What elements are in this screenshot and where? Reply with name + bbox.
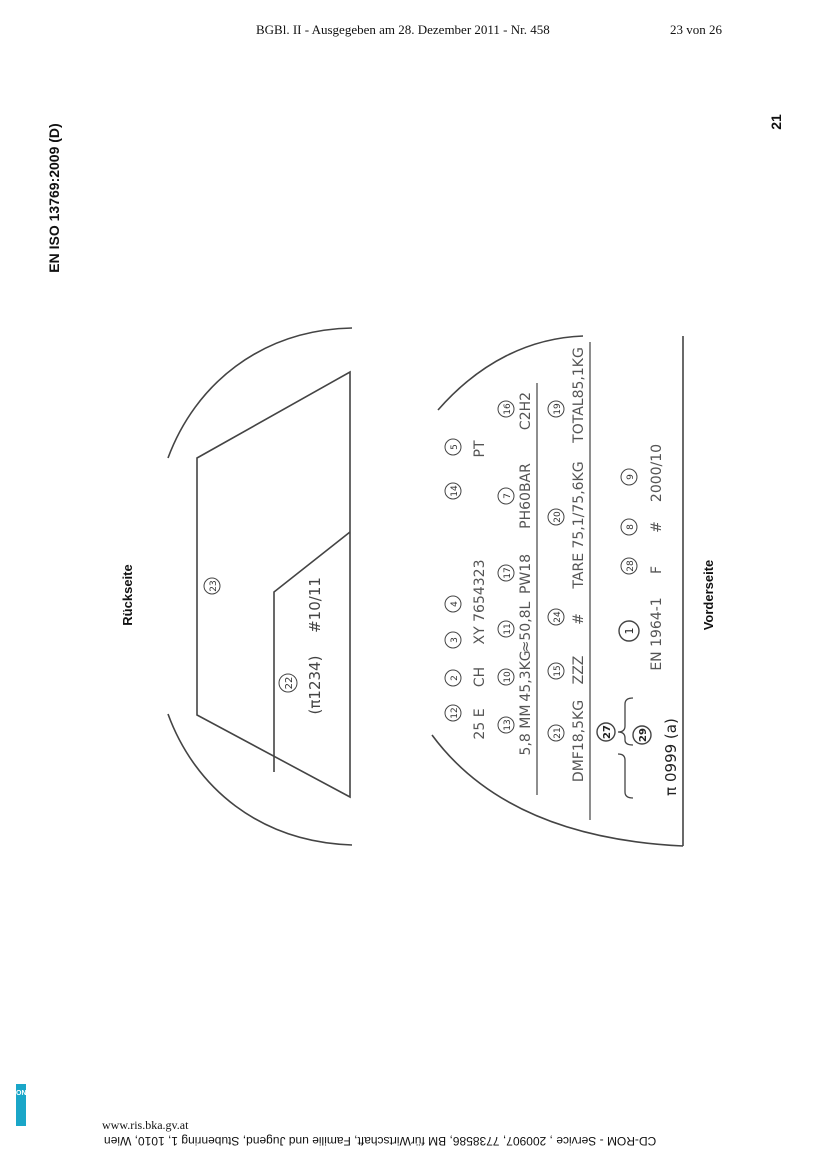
callout-27-bracket-lower — [617, 753, 634, 799]
front-caption: Vorderseite — [701, 560, 716, 631]
callout-10-circle — [497, 668, 515, 686]
row4-text-1: π 0999 (a) — [662, 718, 680, 796]
row2-text-1: 5,8 MM — [518, 705, 534, 756]
callout-22-circle — [278, 673, 298, 693]
back-owner-mark: (π1234) — [306, 656, 324, 715]
row2-text-2: 45,3KG — [518, 650, 534, 701]
row4-text-4: # — [649, 521, 665, 533]
callout-19: 19 — [553, 403, 563, 415]
callout-23: 23 — [209, 580, 219, 591]
callout-10: 10 — [503, 671, 513, 683]
row4-text-5: 2000/10 — [649, 444, 665, 502]
row2-text-4: PW18 — [518, 554, 534, 594]
callout-12-circle — [444, 704, 462, 722]
back-caption: Rückseite — [120, 564, 135, 625]
row3-text-1: DMF18,5KG — [571, 700, 587, 782]
callout-20-circle — [547, 508, 565, 526]
callout-3: 3 — [450, 637, 460, 643]
row4-text-2: EN 1964-1 — [649, 597, 665, 670]
callout-24-circle — [547, 608, 565, 626]
row2-text-3: ≈50,8L — [518, 601, 534, 652]
row2-text-5: PH60BAR — [518, 463, 534, 529]
on-logo-text: ON — [16, 1090, 27, 1097]
callout-8-circle — [620, 518, 638, 536]
front-side: Vorderseite 12 2 3 4 14 5 25 E CH XY 765… — [431, 335, 716, 847]
callout-24: 24 — [553, 611, 563, 623]
callout-21-circle — [547, 724, 565, 742]
callout-9-circle — [620, 468, 638, 486]
callout-15: 15 — [553, 665, 563, 676]
callout-4: 4 — [450, 601, 460, 607]
callout-17: 17 — [503, 567, 513, 578]
callout-8: 8 — [626, 524, 636, 530]
row1-text-1: 25 E — [472, 708, 488, 739]
on-logo: ON — [16, 1084, 27, 1126]
callout-16-circle — [497, 400, 515, 418]
callout-9: 9 — [626, 474, 636, 480]
callout-2: 2 — [450, 675, 460, 681]
back-test-date: #10/11 — [306, 577, 324, 633]
callout-11: 11 — [503, 623, 513, 634]
front-outline-arc — [437, 335, 584, 411]
row3-text-3: # — [571, 613, 587, 625]
row3: 21 15 24 20 19 DMF18,5KG ZZZ # TARE 75,1… — [547, 347, 587, 782]
row1-text-4: PT — [472, 440, 488, 457]
front-outline-arc-lower — [431, 734, 684, 847]
callout-27-bracket — [617, 697, 634, 746]
back-outline-arc — [167, 327, 353, 459]
callout-14-circle — [444, 482, 462, 500]
row3-text-2: ZZZ — [571, 656, 587, 685]
gazette-header: BGBl. II - Ausgegeben am 28. Dezember 20… — [256, 22, 550, 37]
footer-url[interactable]: www.ris.bka.gv.at — [102, 1118, 189, 1132]
callout-27-circle — [596, 722, 616, 742]
row4: 27 29 1 28 8 9 π 0999 (a) EN 1964-1 F # … — [596, 444, 680, 799]
row3-text-4: TARE 75,1/75,6KG — [571, 461, 587, 589]
callout-12: 12 — [450, 707, 460, 718]
callout-1: 1 — [623, 628, 636, 635]
row3-text-5: TOTAL85,1KG — [571, 347, 587, 444]
callout-28-circle — [620, 557, 638, 575]
callout-16: 16 — [503, 403, 513, 415]
footer-note: CD-ROM - Service , 200907, 7738586, BM f… — [104, 1134, 657, 1148]
callout-4-circle — [444, 595, 462, 613]
callout-29-circle — [632, 725, 652, 745]
page-counter: 23 von 26 — [670, 22, 722, 37]
callout-29: 29 — [638, 728, 649, 742]
row4-text-3: F — [649, 566, 665, 574]
callout-21: 21 — [553, 727, 563, 738]
callout-13: 13 — [503, 719, 513, 730]
back-stamp-area — [273, 531, 351, 772]
callout-22: 22 — [284, 677, 295, 690]
callout-1-circle — [618, 620, 640, 642]
callout-20: 20 — [553, 511, 563, 523]
back-outline-arc-lower — [167, 713, 353, 846]
callout-27: 27 — [602, 725, 613, 739]
callout-7-circle — [497, 487, 515, 505]
callout-3-circle — [444, 631, 462, 649]
row2: 13 10 11 17 7 16 5,8 MM 45,3KG ≈50,8L PW… — [497, 392, 534, 756]
callout-19-circle — [547, 400, 565, 418]
callout-5-circle — [444, 438, 462, 456]
callout-5: 5 — [450, 444, 460, 450]
row1-text-2: CH — [472, 667, 488, 687]
callout-13-circle — [497, 716, 515, 734]
back-side: Rückseite 23 22 (π1234) #10/11 — [120, 327, 353, 846]
callout-14: 14 — [450, 485, 460, 497]
row1-text-3: XY 7654323 — [472, 560, 488, 645]
callout-28: 28 — [626, 560, 636, 572]
callout-7: 7 — [503, 493, 513, 499]
back-label-plate — [196, 370, 351, 799]
callout-11-circle — [497, 620, 515, 638]
callout-17-circle — [497, 564, 515, 582]
callout-15-circle — [547, 662, 565, 680]
callout-23-circle — [203, 577, 221, 595]
row1: 12 2 3 4 14 5 25 E CH XY 7654323 PT — [444, 438, 488, 740]
row2-text-6: C2H2 — [518, 392, 534, 430]
callout-2-circle — [444, 669, 462, 687]
